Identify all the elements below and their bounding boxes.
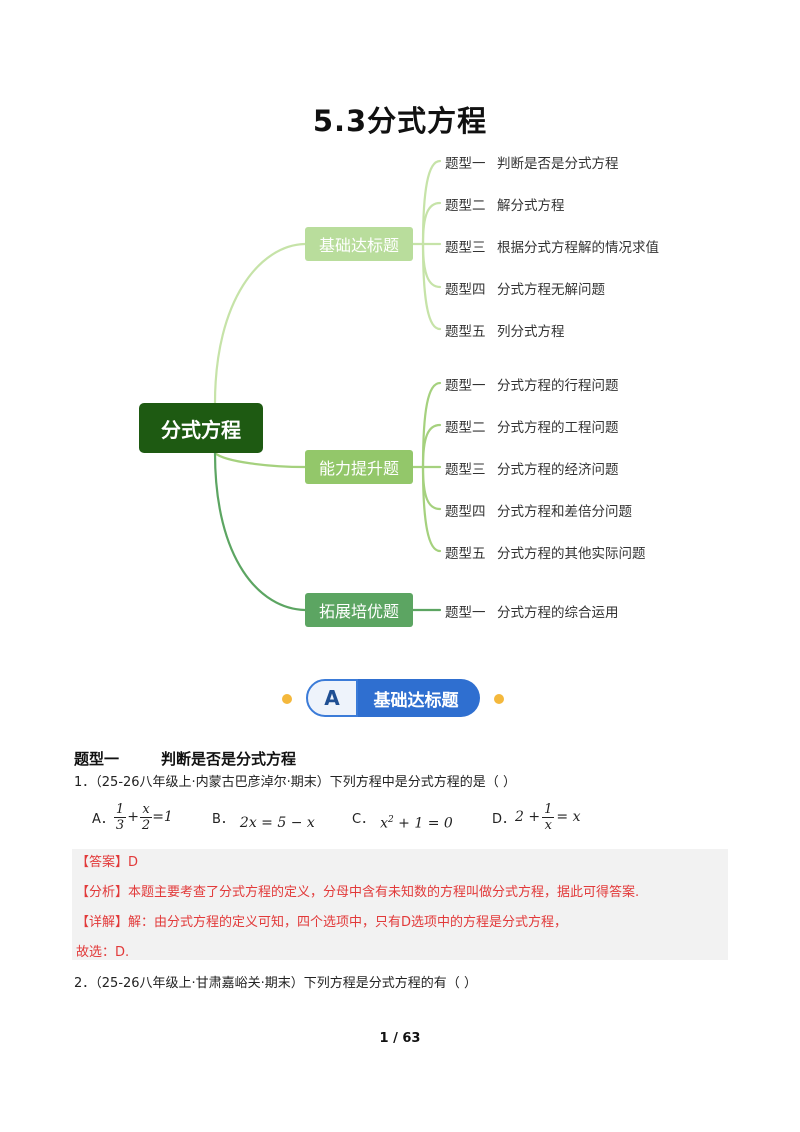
leaf-tag: 题型一 — [445, 378, 486, 394]
math-op: + — [127, 809, 139, 825]
leaf-ability-5: 题型五分式方程的其他实际问题 — [445, 542, 646, 562]
section-tag: 题型一 — [74, 750, 120, 768]
option-a-label: A． — [92, 811, 114, 827]
math-exponent: 2 — [387, 814, 394, 825]
leaf-advanced-1: 题型一分式方程的综合运用 — [445, 601, 619, 621]
frac-denominator: 2 — [141, 817, 151, 833]
math-rest: + 1 = 0 — [393, 815, 453, 832]
leaf-ability-1: 题型一分式方程的行程问题 — [445, 374, 619, 394]
page-number: 1 / 63 — [379, 1031, 421, 1046]
option-b: B． 2x = 5 − x — [212, 800, 315, 834]
banner-dot-left — [282, 694, 292, 704]
choice-line: 故选：D. — [76, 945, 130, 960]
leaf-basic-3: 题型三根据分式方程解的情况求值 — [445, 236, 659, 256]
frac-numerator: 1 — [113, 801, 127, 818]
leaf-tag: 题型一 — [445, 156, 486, 172]
frac-denominator: x — [544, 817, 552, 833]
answer-block: 【答案】D 【分析】本题主要考查了分式方程的定义，分母中含有未知数的方程叫做分式… — [72, 849, 728, 960]
leaf-tag: 题型二 — [445, 198, 486, 214]
banner-title: 基础达标题 — [352, 679, 480, 717]
answer-line: 【答案】D — [76, 855, 139, 870]
leaf-ability-3: 题型三分式方程的经济问题 — [445, 458, 619, 478]
question-1-stem: 1．（25-26八年级上·内蒙古巴彦淖尔·期末）下列方程中是分式方程的是（ ） — [74, 775, 516, 790]
option-d-label: D． — [492, 811, 516, 827]
leaf-text: 分式方程的工程问题 — [497, 420, 619, 436]
leaf-basic-5: 题型五列分式方程 — [445, 320, 565, 340]
leaf-text: 分式方程和差倍分问题 — [497, 504, 632, 520]
frac-denominator: 3 — [115, 817, 125, 833]
connector-root-b3 — [213, 451, 307, 612]
connector-root-b1 — [213, 242, 307, 405]
leaf-ability-4: 题型四分式方程和差倍分问题 — [445, 500, 632, 520]
leaf-text: 分式方程的经济问题 — [497, 462, 619, 478]
analysis-line: 【分析】本题主要考查了分式方程的定义，分母中含有未知数的方程叫做分式方程，据此可… — [76, 885, 640, 900]
leaf-basic-2: 题型二解分式方程 — [445, 194, 565, 214]
banner-decoration — [215, 698, 580, 700]
connector-root-b2 — [213, 451, 307, 469]
detail-line: 【详解】解：由分式方程的定义可知，四个选项中，只有D选项中的方程是分式方程， — [76, 915, 568, 930]
leaf-tag: 题型五 — [445, 324, 486, 340]
math-rhs: = x — [556, 809, 581, 825]
option-c-label: C． — [352, 811, 375, 827]
leaf-tag: 题型三 — [445, 462, 486, 478]
branch-basic: 基础达标题 — [305, 227, 413, 261]
mindmap-root: 分式方程 — [139, 403, 263, 453]
leaf-basic-1: 题型一判断是否是分式方程 — [445, 152, 619, 172]
math-base: x — [380, 815, 388, 832]
math-rhs: =1 — [152, 809, 173, 825]
leaf-text: 解分式方程 — [497, 198, 565, 214]
leaf-tag: 题型二 — [445, 420, 486, 436]
frac-numerator: 1 — [542, 801, 555, 818]
leaf-tag: 题型五 — [445, 546, 486, 562]
leaf-tag: 题型三 — [445, 240, 486, 256]
mindmap-connectors — [213, 159, 442, 612]
leaf-ability-2: 题型二分式方程的工程问题 — [445, 416, 619, 436]
option-b-expr: 2x = 5 − x — [239, 815, 315, 831]
banner-dot-right — [494, 694, 504, 704]
leaf-text: 分式方程无解问题 — [497, 282, 605, 298]
leaf-text: 根据分式方程解的情况求值 — [497, 240, 659, 256]
section-banner: 基础达标题 A — [306, 679, 480, 717]
section-title: 判断是否是分式方程 — [161, 750, 297, 768]
question-2-stem: 2．（25-26八年级上·甘肃嘉峪关·期末）下列方程是分式方程的有（ ） — [74, 976, 477, 991]
leaf-text: 列分式方程 — [497, 324, 565, 340]
option-c: C． x2 + 1 = 0 — [352, 800, 453, 834]
frac-numerator: x — [140, 801, 152, 818]
leaf-basic-4: 题型四分式方程无解问题 — [445, 278, 605, 298]
branch-ability: 能力提升题 — [305, 450, 413, 484]
math-pre: 2 + — [515, 809, 541, 825]
leaf-text: 判断是否是分式方程 — [497, 156, 619, 172]
leaf-tag: 题型一 — [445, 605, 486, 621]
page-title: 5.3分式方程 — [312, 104, 488, 138]
branch-advanced: 拓展培优题 — [305, 593, 413, 627]
leaf-tag: 题型四 — [445, 282, 486, 298]
leaf-tag: 题型四 — [445, 504, 486, 520]
section-heading: 题型一 判断是否是分式方程 — [74, 748, 296, 769]
leaf-text: 分式方程的行程问题 — [497, 378, 619, 394]
leaf-text: 分式方程的其他实际问题 — [497, 546, 646, 562]
banner-letter: A — [306, 679, 358, 717]
leaf-text: 分式方程的综合运用 — [497, 605, 619, 621]
option-b-label: B． — [212, 811, 234, 827]
